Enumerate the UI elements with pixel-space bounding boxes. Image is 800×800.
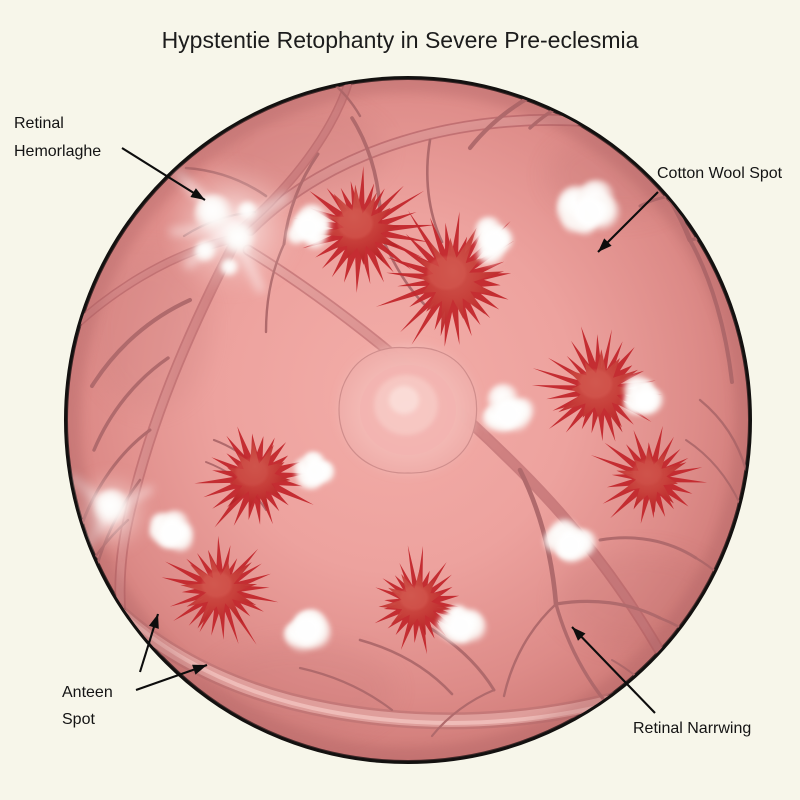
arrowhead-retinal-narrowing (572, 627, 586, 641)
hemorrhage-mid-left (194, 426, 314, 528)
arrowhead-retinal-hemorrhage (190, 188, 205, 200)
page-title: Hypstentie Retophanty in Severe Pre-ecle… (162, 27, 639, 53)
hemorrhage-upper-mid (375, 210, 515, 347)
hemorrhage-right-upper (531, 326, 663, 442)
annotation-label-retinal-narrowing: Retinal Narrwing (633, 720, 751, 737)
arrowhead-anteen-spot-second (192, 664, 207, 675)
cotton-wool-spot-top-mid (474, 216, 516, 269)
cotton-wool-spot-bottom-mid (283, 608, 334, 655)
fundus-interior (67, 79, 749, 761)
leader-line-retinal-hemorrhage (121, 147, 206, 201)
cotton-wool-spot-mid-right (623, 375, 666, 419)
white-patch-d (237, 201, 259, 223)
hemorrhage-lower-left (161, 535, 279, 645)
cotton-wool-spot-low-right (543, 518, 599, 566)
cotton-wool-spot-low-left (148, 510, 196, 555)
white-patches (93, 194, 259, 527)
cotton-wool-spots (148, 179, 666, 655)
white-patch-e (220, 258, 240, 278)
cotton-wool-spot-top-left (286, 203, 333, 252)
hemorrhage-right-lower (590, 425, 708, 524)
optic-disc-highlight (389, 386, 419, 414)
optic-disc-group (338, 345, 478, 474)
cotton-wool-spot-top-right (556, 179, 622, 238)
cotton-wool-spot-mid-center (481, 383, 536, 436)
annotation-anteen-spot-second (135, 664, 208, 691)
annotation-label-cotton-wool-spot: Cotton Wool Spot (657, 165, 783, 182)
leader-line-cotton-wool-spot (597, 191, 659, 253)
fundus-globe (64, 76, 752, 764)
arrowhead-cotton-wool-spot (598, 238, 612, 252)
leader-line-retinal-narrowing (571, 626, 656, 714)
cotton-wool-spot-bottom-right (436, 604, 489, 647)
white-patch-b (223, 223, 257, 257)
white-patch-f (93, 489, 131, 527)
hemorrhage-lower-mid (374, 545, 466, 655)
cotton-wool-spot-mid-left (293, 451, 336, 492)
arrowhead-anteen-spot (148, 614, 159, 629)
annotation-retinal-narrowing: Retinal Narrwing (571, 626, 751, 737)
retinal-hemorrhages (161, 166, 708, 655)
white-patch-a (194, 194, 234, 234)
white-patch-c (194, 240, 218, 264)
annotation-cotton-wool-spot: Cotton Wool Spot (597, 165, 783, 253)
